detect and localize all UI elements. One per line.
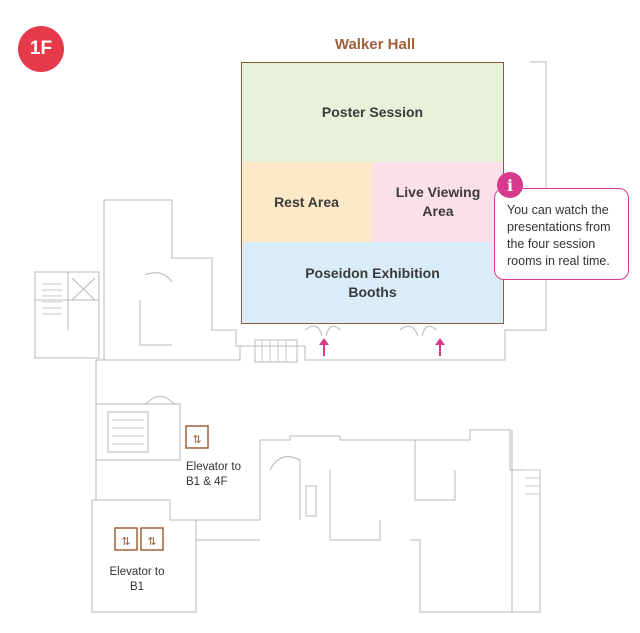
hall-title: Walker Hall bbox=[334, 36, 416, 53]
elevator-label-lower: Elevator to B1 bbox=[109, 566, 165, 593]
zone-poster-session[interactable]: Poster Session bbox=[241, 62, 504, 162]
elevator-icon-upper: ⇅ bbox=[185, 425, 209, 449]
zone-label: Rest Area bbox=[274, 193, 339, 210]
zone-label: Poster Session bbox=[321, 103, 424, 120]
svg-text:⇅: ⇅ bbox=[192, 433, 201, 446]
elevator-icon-lower-2: ⇅ bbox=[140, 527, 164, 551]
zone-exhibition-booths[interactable]: Poseidon Exhibition Booths bbox=[241, 242, 504, 324]
svg-text:⇅: ⇅ bbox=[121, 535, 130, 548]
floor-badge: 1F bbox=[18, 26, 64, 72]
svg-text:⇅: ⇅ bbox=[147, 535, 156, 548]
zone-label: Poseidon Exhibition Booths bbox=[305, 265, 440, 300]
zone-label: Live Viewing Area bbox=[395, 184, 481, 219]
info-icon[interactable]: i bbox=[497, 172, 523, 198]
elevator-label-upper: Elevator to B1 & 4F bbox=[186, 461, 241, 488]
zone-live-viewing[interactable]: Live Viewing Area bbox=[372, 162, 504, 242]
info-text: You can watch the presentations from the… bbox=[507, 203, 611, 268]
info-bubble: You can watch the presentations from the… bbox=[494, 188, 629, 280]
zone-rest-area[interactable]: Rest Area bbox=[241, 162, 372, 242]
elevator-icon-lower-1: ⇅ bbox=[114, 527, 138, 551]
